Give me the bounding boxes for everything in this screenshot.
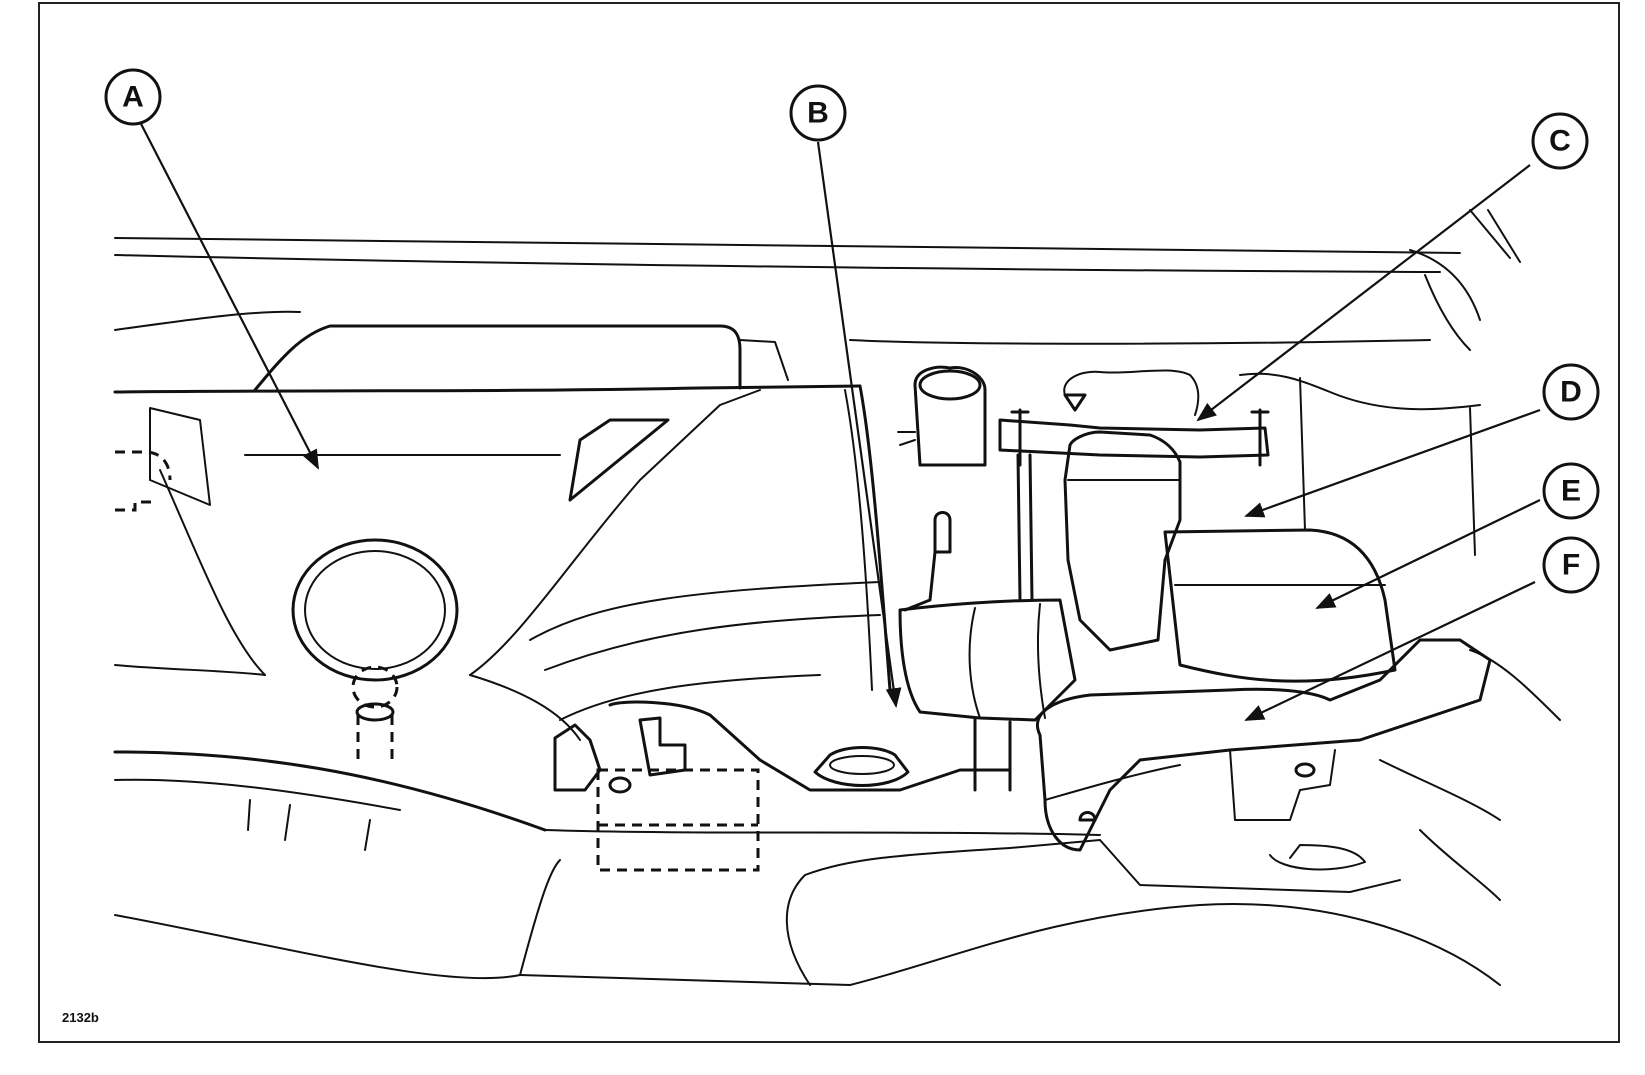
callout-circle [1542,536,1600,594]
side-panel [115,407,211,512]
callout-label: A [122,81,144,114]
figure-frame [38,2,1620,1043]
callout-B: B [789,84,847,142]
callout-A: A [104,68,162,126]
callout-label: B [807,97,829,130]
callout-D: D [1542,363,1600,421]
reservoir-dashed [553,700,1012,872]
callout-label: E [1561,475,1581,508]
radiator-cap [813,746,910,787]
air-intake-duct [898,430,1397,792]
body-outline [114,209,1521,351]
callout-label: D [1560,376,1582,409]
callout-C: C [1531,112,1589,170]
callout-circle [1531,112,1589,170]
figure-code: 2132b [62,1010,99,1025]
callout-E: E [1542,462,1600,520]
oil-filler-cap [291,538,459,760]
engine-cover [113,324,892,741]
callout-F: F [1542,536,1600,594]
brake-fluid-reservoir [897,365,987,612]
callout-circle [1542,462,1600,520]
callout-label: F [1562,549,1580,582]
front-bumper [113,750,1501,986]
mounting-bracket [998,369,1481,602]
callout-circle [1542,363,1600,421]
callout-circle [789,84,847,142]
callout-label: C [1549,125,1571,158]
leader-lines [137,117,1541,721]
air-filter-cover [1036,638,1561,852]
callout-circle [104,68,162,126]
